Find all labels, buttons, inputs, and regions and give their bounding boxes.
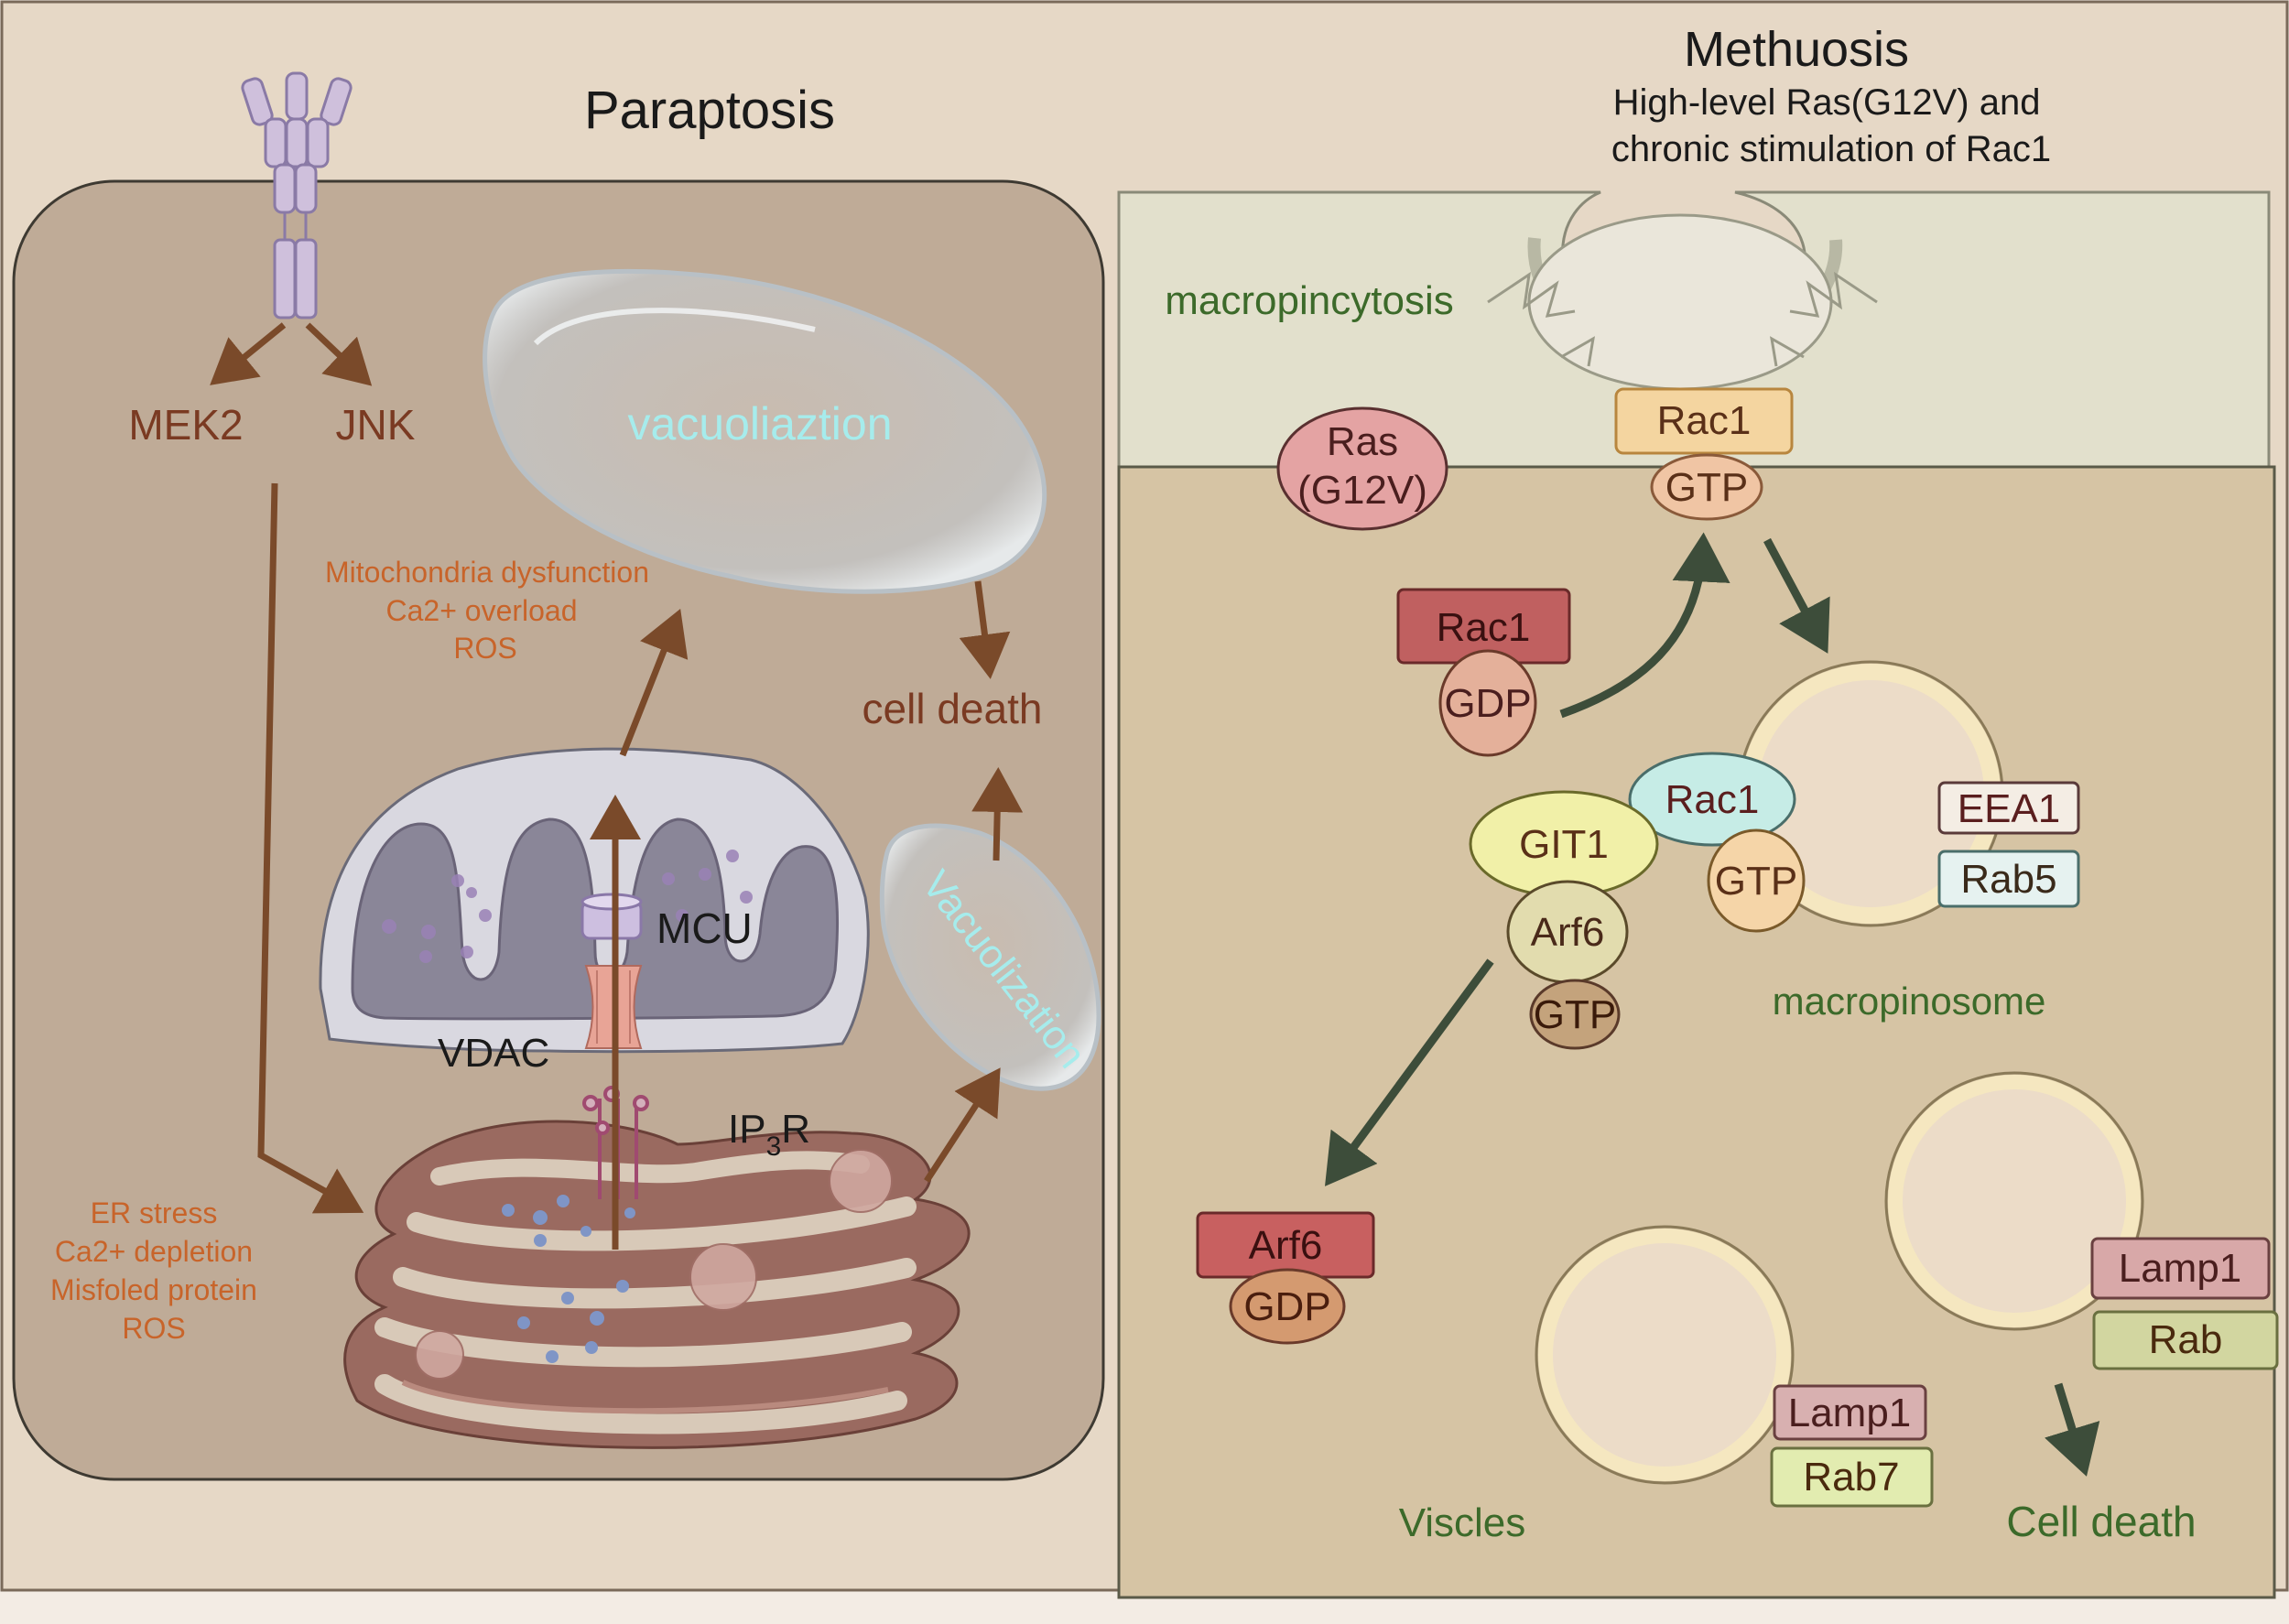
gtp-arf-label: GTP: [1534, 992, 1616, 1037]
vacuoliaztion-label: vacuoliaztion: [627, 398, 892, 449]
membrane-ruffles: [1487, 271, 1878, 367]
er-stress-line-3: Misfoled protein: [50, 1273, 257, 1306]
mito-stress-line-2: Ca2+ overload: [385, 594, 577, 627]
methuosis-title: Methuosis: [1684, 22, 1909, 77]
arrow-gdp-to-gtp: [1559, 532, 1730, 719]
ip3r-label: IP3R: [728, 1107, 810, 1162]
arrow-arf6-to-gdp: [1324, 958, 1494, 1186]
large-vacuole-highlight: [533, 308, 816, 346]
macropinocytic-cup: [1527, 213, 1833, 391]
rac1-top-node: [1614, 387, 1794, 455]
arrow-vacuole-death: [959, 580, 1011, 679]
mek2-label: MEK2: [128, 401, 243, 449]
endoplasmic-reticulum: [343, 1120, 971, 1449]
rac1-mac-label: Rac1: [1665, 777, 1760, 822]
rab7-node: [1770, 1446, 1934, 1508]
large-vacuole: [483, 268, 1047, 594]
vesicle-right: [1888, 1075, 2141, 1327]
arf6-a-label: Arf6: [1531, 910, 1605, 955]
jnk-label: JNK: [336, 401, 416, 449]
lamp1-a-node: [1773, 1384, 1927, 1441]
gtp-top-label: GTP: [1665, 465, 1748, 510]
arrow-receptor-mek2: [210, 322, 287, 385]
arrow-mek2-er: [257, 482, 364, 1214]
ip3r-label-sub: 3: [766, 1131, 782, 1162]
methuosis-subtitle-2: chronic stimulation of Rac1: [1611, 129, 2051, 169]
git1-label: GIT1: [1519, 822, 1609, 867]
cell-death-left: cell death: [862, 685, 1043, 732]
mito-stress-line-1: Mitochondria dysfunction: [325, 556, 649, 589]
rab5-node: [1937, 850, 2080, 908]
methuosis-subtitle-1: High-level Ras(G12V) and: [1613, 82, 2041, 123]
viscles-label: Viscles: [1399, 1500, 1526, 1545]
macropinosome-label: macropinosome: [1773, 980, 2046, 1023]
gtp-arf-node: [1529, 979, 1621, 1050]
arf6-b-label: Arf6: [1249, 1223, 1323, 1268]
lamp1-b-label: Lamp1: [2119, 1246, 2242, 1291]
gtp-mac-label: GTP: [1715, 859, 1797, 904]
rab7-label: Rab7: [1803, 1455, 1899, 1499]
rac1-mac-node: [1628, 752, 1796, 847]
gtp-top-node: [1650, 453, 1763, 521]
vesicle-left: [1538, 1229, 1791, 1481]
gdp-arf-label: GDP: [1243, 1284, 1330, 1329]
rac1-gdp-label: Rac1: [1437, 605, 1531, 650]
gdp-mid-node: [1438, 649, 1537, 757]
rab-label: Rab: [2149, 1317, 2223, 1362]
arrow-receptor-jnk: [305, 322, 373, 386]
er-stress-text: ER stress Ca2+ depletion Misfoled protei…: [50, 1196, 257, 1345]
vesicle-right-outline: [1884, 1071, 2144, 1331]
ip3r-label-base: IP: [728, 1107, 766, 1152]
er-stress-line-2: Ca2+ depletion: [55, 1235, 253, 1268]
receptor-icon: [241, 71, 353, 319]
mcu-icon: [580, 893, 643, 940]
ras-label-2: (G12V): [1297, 468, 1427, 513]
ras-g12v-node: [1276, 406, 1448, 531]
paraptosis-title: Paraptosis: [584, 81, 835, 140]
eea1-label: EEA1: [1958, 786, 2061, 831]
mitochondrion: [319, 747, 870, 1199]
mcu-label: MCU: [656, 904, 753, 952]
gdp-arf-node: [1229, 1268, 1346, 1345]
lamp1-b-node: [2090, 1237, 2271, 1300]
rac1-top-label: Rac1: [1657, 398, 1752, 443]
gdp-mid-label: GDP: [1444, 681, 1531, 726]
eea1-node: [1937, 781, 2080, 835]
arrow-small-vacuole-death: [971, 767, 1024, 861]
arrow-er-small-vacuole: [924, 1067, 1001, 1183]
vesicle-left-outline: [1535, 1225, 1795, 1485]
mito-stress-text: Mitochondria dysfunction Ca2+ overload R…: [325, 556, 649, 665]
vdac-label: VDAC: [438, 1031, 549, 1076]
mito-stress-line-3: ROS: [453, 632, 516, 665]
rab5-label: Rab5: [1960, 857, 2056, 902]
gtp-mac-node: [1707, 828, 1806, 933]
cell-death-right: Cell death: [2006, 1498, 2196, 1545]
er-stress-line-1: ER stress: [91, 1196, 218, 1229]
ip3r-label-tail: R: [781, 1107, 810, 1152]
ras-label-1: Ras: [1327, 419, 1398, 464]
arrow-gtp-to-macropinosome: [1763, 537, 1830, 654]
lamp1-a-label: Lamp1: [1788, 1391, 1912, 1435]
arrow-vesicle-death: [2045, 1382, 2100, 1477]
rab-node: [2092, 1310, 2279, 1370]
macropincytosis-label: macropincytosis: [1165, 278, 1453, 323]
small-vacuole: [879, 823, 1101, 1091]
er-stress-line-4: ROS: [122, 1312, 185, 1345]
arrow-mito-to-vacuole: [619, 608, 689, 757]
